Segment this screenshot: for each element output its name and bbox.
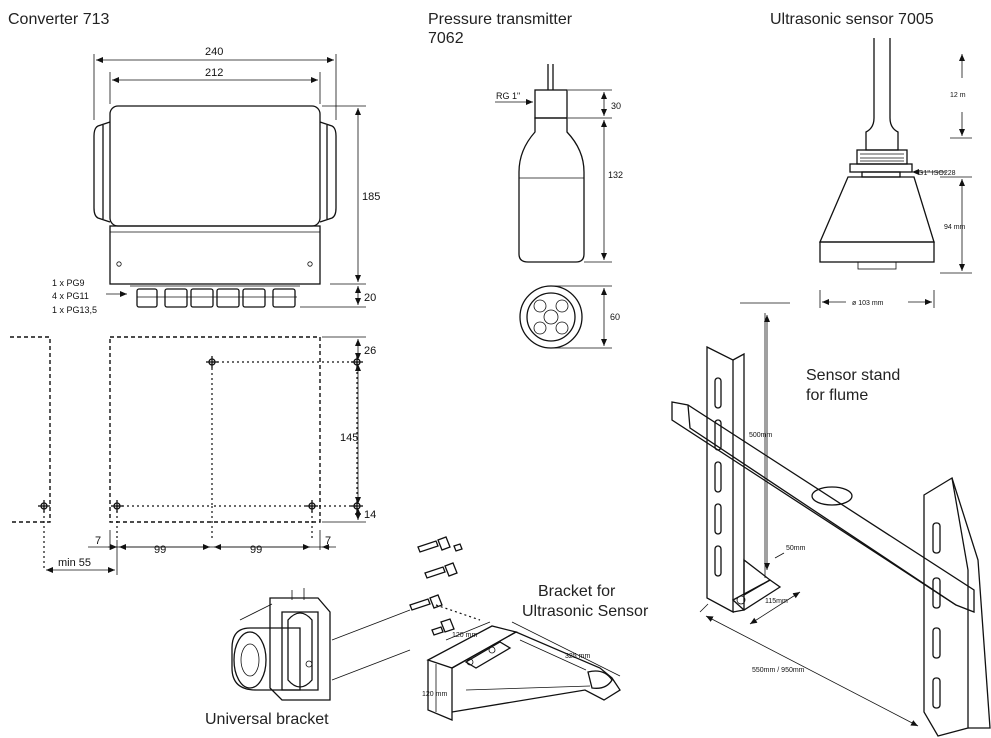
dim-mount-top: 26 [364, 345, 376, 357]
dim-body-height: 185 [362, 191, 380, 203]
universal-bracket [231, 588, 411, 701]
dim-sensor-diameter: ø 103 mm [852, 300, 884, 307]
caption-stand-line2: for flume [806, 387, 869, 404]
dim-stand-length: 550mm / 950mm [752, 667, 805, 674]
bracket-dimensions [435, 621, 621, 712]
dim-spacing-2: 99 [250, 544, 262, 556]
dim-gland-height: 20 [364, 292, 376, 304]
caption-pressure-line2: 7062 [428, 30, 464, 47]
converter-housing [93, 105, 337, 285]
caption-universal: Universal bracket [205, 711, 329, 728]
caption-stand-line1: Sensor stand [806, 367, 901, 384]
ultrasonic-wall-bracket [426, 625, 621, 721]
mounting-screws [409, 536, 481, 636]
label-cable-length: 12 m [950, 92, 966, 99]
dim-body-length: 132 [608, 170, 623, 180]
label-sensor-thread: G1" ISO228 [918, 170, 956, 177]
sensor-stand [671, 345, 991, 737]
dim-spacing-1: 99 [154, 544, 166, 556]
gland-label-pg13: 1 x PG13,5 [52, 305, 97, 315]
pressure-dimensions [495, 89, 612, 349]
dim-bracket-length: 325 mm [565, 653, 590, 660]
dim-diameter: 60 [610, 312, 620, 322]
dim-bracket-width: 120 mm [452, 632, 477, 639]
cable-glands [130, 285, 300, 308]
dim-min-gap: min 55 [58, 557, 91, 569]
dim-bracket-height: 120 mm [422, 691, 447, 698]
caption-pressure-line1: Pressure transmitter [428, 11, 573, 28]
mounting-dimensions [46, 336, 366, 575]
dim-inner-width: 212 [205, 67, 223, 79]
dim-mount-bottom: 14 [364, 509, 376, 521]
mounting-holes [38, 356, 363, 512]
pressure-transmitter [518, 64, 585, 349]
dim-edge-left: 7 [95, 535, 101, 547]
gland-label-pg9: 1 x PG9 [52, 278, 85, 288]
caption-ultrasonic: Ultrasonic sensor 7005 [770, 11, 934, 28]
dim-thread-length: 30 [611, 101, 621, 111]
converter-dimensions [93, 54, 366, 308]
dim-sensor-height: 94 mm [944, 224, 966, 231]
caption-bracket-line1: Bracket for [538, 583, 616, 600]
dim-mount-height: 145 [340, 432, 358, 444]
dim-edge-right: 7 [325, 535, 331, 547]
dim-total-width: 240 [205, 46, 223, 58]
caption-converter: Converter 713 [8, 11, 110, 28]
mounting-template [10, 336, 358, 570]
dim-stand-foot: 115mm [765, 598, 788, 605]
label-thread: RG 1" [496, 91, 520, 101]
dim-stand-depth: 50mm [786, 545, 806, 552]
caption-bracket-line2: Ultrasonic Sensor [522, 603, 649, 620]
ultrasonic-dimensions [819, 54, 972, 308]
stand-dimensions [699, 302, 919, 727]
dim-stand-height: 500mm [749, 432, 773, 439]
ultrasonic-sensor [819, 38, 935, 270]
gland-label-pg11: 4 x PG11 [52, 291, 89, 301]
